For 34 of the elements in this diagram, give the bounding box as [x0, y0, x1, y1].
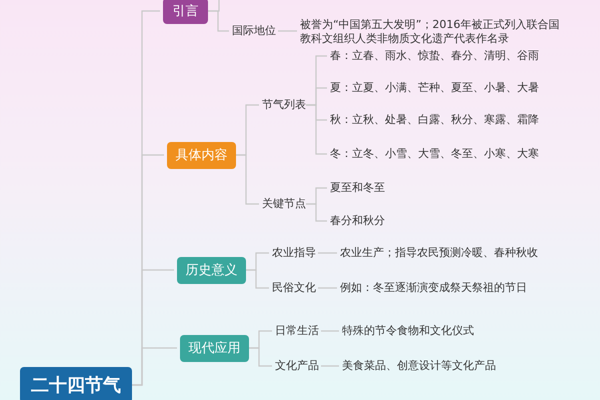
connector-line — [249, 347, 272, 367]
branch-label: 关键节点 — [262, 197, 306, 211]
branch-label: 民俗文化 — [272, 281, 316, 295]
detail-text: 春分和秋分 — [330, 214, 385, 228]
connector-line — [236, 154, 259, 205]
detail-text: 特殊的节令食物和文化仪式 — [342, 324, 474, 338]
topic-box: 具体内容 — [167, 142, 236, 168]
root-box: 二十四节气 — [20, 367, 132, 400]
detail-text: 农业生产；指导农民预测冷暖、春种秋收 — [340, 246, 538, 260]
detail-text: 被誉为“中国第五大发明”；2016年被正式列入联合国教科文组织人类非物质文化遗产代表作名录 — [300, 18, 560, 46]
detail-text: 春：立春、雨水、惊蛰、春分、清明、谷雨 — [330, 49, 539, 63]
branch-label: 文化产品 — [275, 359, 319, 373]
connector-line — [321, 330, 339, 332]
detail-text: 夏至和冬至 — [330, 181, 385, 195]
branch-label: 节气列表 — [262, 98, 306, 112]
connector-line — [246, 269, 269, 289]
connector-line — [318, 252, 337, 254]
connector-line — [278, 30, 297, 32]
topic-box: 现代应用 — [180, 334, 249, 362]
topic-box: 历史意义 — [177, 256, 246, 284]
branch-label: 农业指导 — [272, 246, 316, 260]
branch-label: 日常生活 — [275, 324, 319, 338]
connector-line — [132, 347, 177, 386]
detail-text: 秋：立秋、处暑、白露、秋分、寒露、霜降 — [330, 113, 539, 127]
connector-line — [321, 365, 339, 367]
detail-text: 例如：冬至逐渐演变成祭天祭祖的节日 — [340, 281, 527, 295]
branch-label: 国际地位 — [232, 24, 276, 38]
connector-line — [318, 287, 337, 289]
topic-box: 引言 — [163, 0, 208, 24]
detail-text: 美食菜品、创意设计等文化产品 — [342, 359, 496, 373]
connector-line — [306, 203, 327, 222]
detail-text: 夏：立夏、小满、芒种、夏至、小暑、大暑 — [330, 81, 539, 95]
detail-text: 冬：立冬、小雪、大雪、冬至、小寒、大寒 — [330, 147, 539, 161]
connector-line — [208, 10, 229, 32]
